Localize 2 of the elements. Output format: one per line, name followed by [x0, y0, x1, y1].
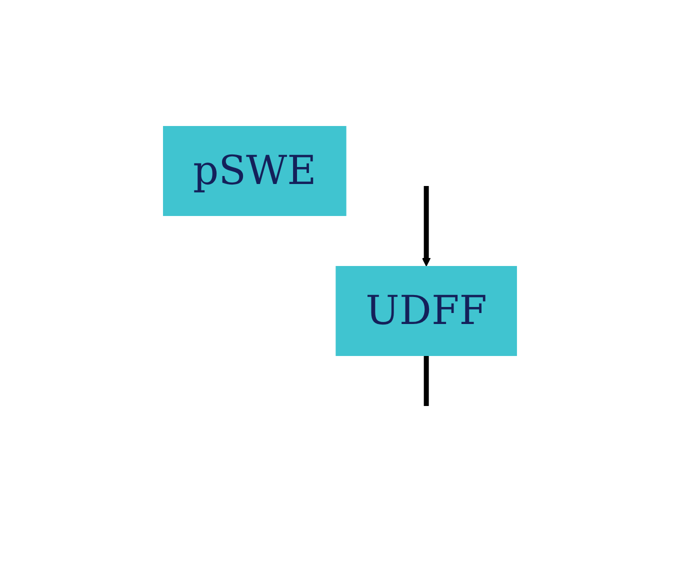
node-box: pSWE [163, 126, 346, 216]
node-box: UDFF [336, 266, 517, 356]
